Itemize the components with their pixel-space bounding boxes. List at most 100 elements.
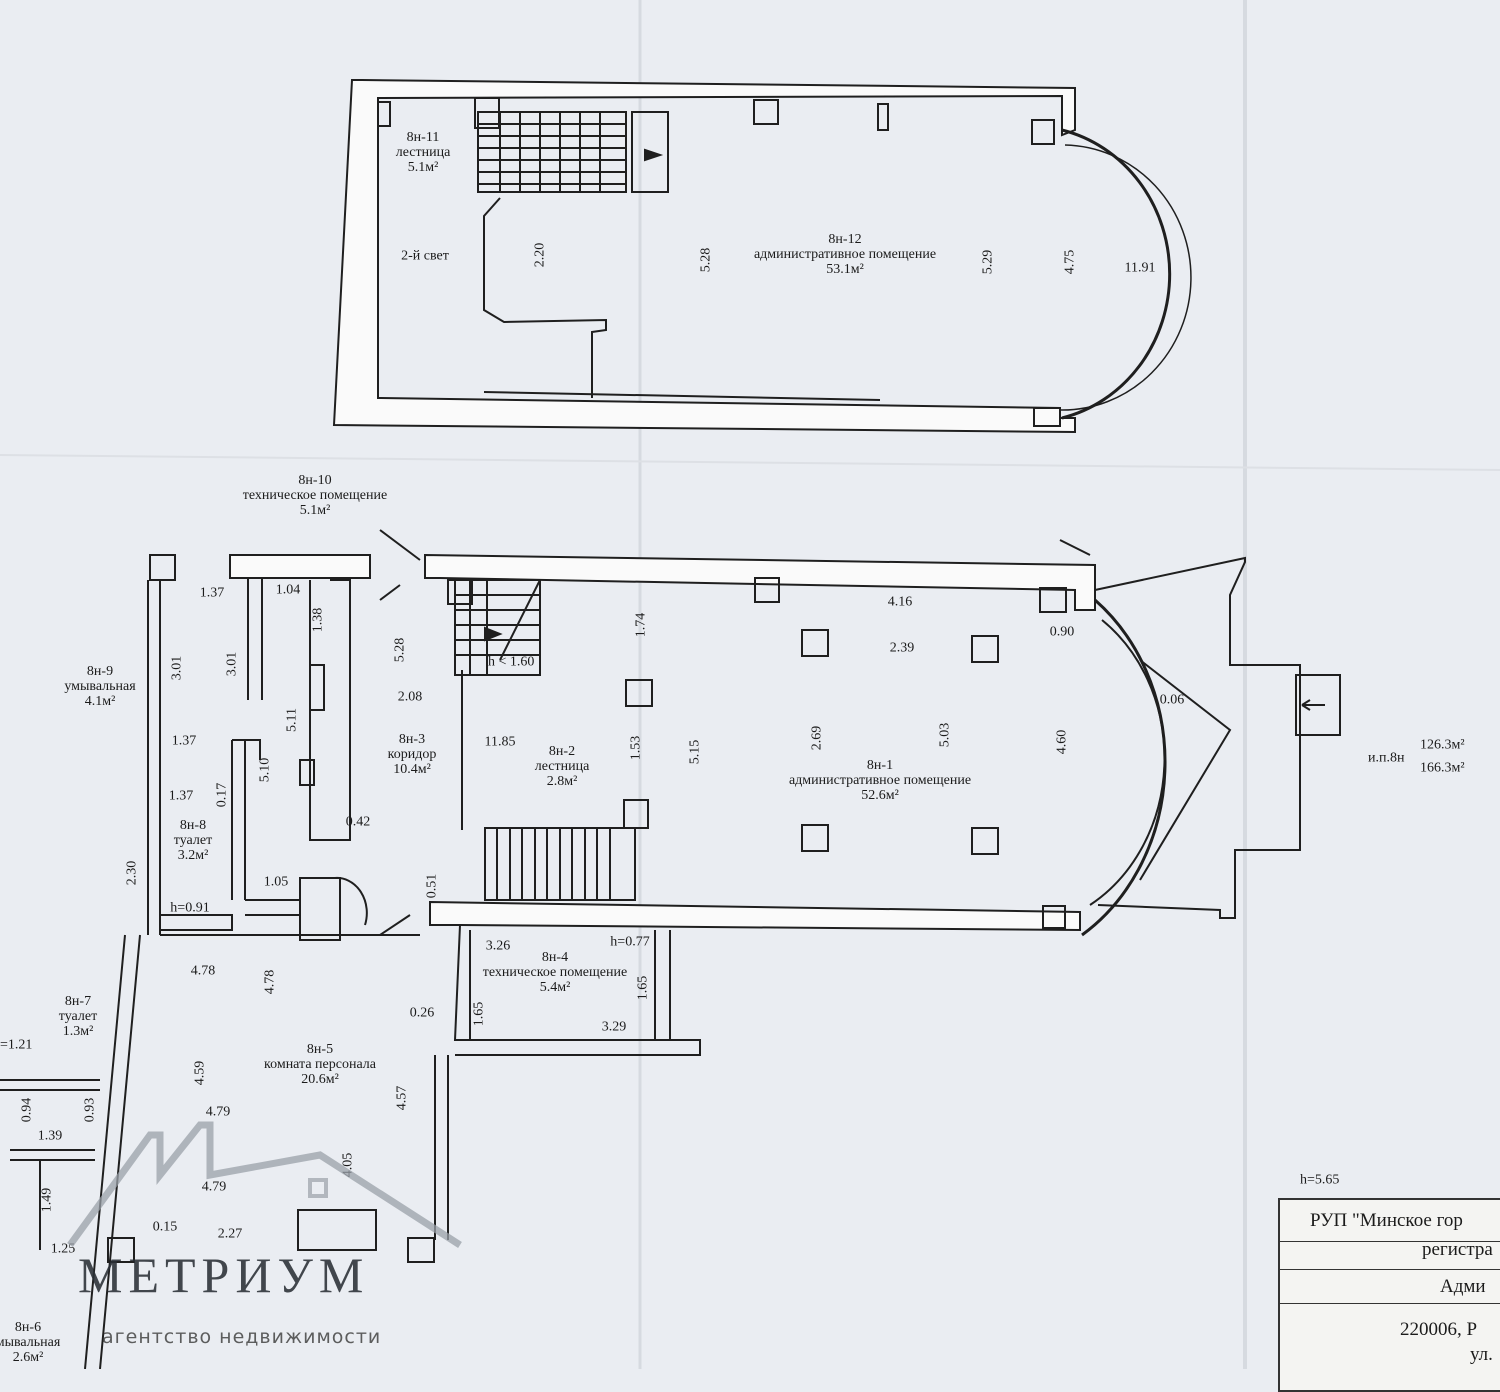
dimension-label: 3.01 xyxy=(224,651,240,677)
upper-floor-outline xyxy=(332,79,1192,434)
dimension-label: 0.90 xyxy=(1049,624,1075,640)
room-label-8n-10: 8н-10 техническое помещение 5.1м² xyxy=(243,473,387,518)
room-label-8n-12: 8н-12 административное помещение 53.1м² xyxy=(754,232,936,277)
dimension-label: 5.15 xyxy=(687,739,703,765)
room-code: 8н-10 xyxy=(298,473,332,488)
dimension-label: 1.53 xyxy=(628,735,644,761)
totals-area-1: 126.3м² xyxy=(1420,737,1465,753)
room-area: 52.6м² xyxy=(861,788,899,803)
dimension-label: 0.42 xyxy=(345,814,371,830)
room-area: 2.8м² xyxy=(546,774,578,789)
dimension-label: 2.69 xyxy=(809,725,825,751)
stamp-line-1: РУП "Минское гор xyxy=(1280,1200,1500,1242)
room-code: 8н-2 xyxy=(548,744,576,759)
room-name: лестница xyxy=(534,759,590,774)
dimension-label: 1.65 xyxy=(471,1001,487,1027)
room-label-8n-5: 8н-5 комната персонала 20.6м² xyxy=(264,1042,376,1087)
dimension-label: 5.29 xyxy=(980,249,996,275)
dimension-label: 1.65 xyxy=(635,975,651,1001)
dimension-label: 5.03 xyxy=(937,722,953,748)
room-area: 53.1м² xyxy=(826,262,864,277)
dimension-label: 1.37 xyxy=(171,733,197,749)
room-label-8n-1: 8н-1 административное помещение 52.6м² xyxy=(789,758,971,803)
room-name: административное помещение xyxy=(753,247,937,262)
room-area: 3.2м² xyxy=(177,848,209,863)
room-name: лестница xyxy=(395,145,451,160)
dimension-label: 1.39 xyxy=(37,1128,63,1144)
dimension-label: 4.78 xyxy=(262,969,278,995)
room-label-8n-2: 8н-2 лестница 2.8м² xyxy=(535,744,590,789)
watermark-tagline: агентство недвижимости xyxy=(102,1326,382,1348)
room-area: 1.3м² xyxy=(62,1024,94,1039)
room-code: 8н-8 xyxy=(179,818,207,833)
stamp-line-3: Адми xyxy=(1280,1270,1500,1304)
dimension-label: 1.38 xyxy=(310,607,326,633)
height-note: h=5.65 xyxy=(1300,1172,1340,1188)
watermark-brand-name: МЕТРИУМ xyxy=(78,1247,370,1303)
room-code: 8н-7 xyxy=(64,994,92,1009)
dimension-label: 4.57 xyxy=(394,1085,410,1111)
stamp-line-5: ул. xyxy=(1470,1344,1493,1365)
room-label-8n-11: 8н-11 лестница 5.1м² xyxy=(396,130,451,175)
dimension-label: 4.16 xyxy=(887,594,913,610)
room-name: мывальная xyxy=(0,1335,61,1350)
dimension-label: 11.91 xyxy=(1124,260,1156,276)
room-label-8n-8: 8н-8 туалет 3.2м² xyxy=(174,818,212,863)
room-name: туалет xyxy=(58,1009,98,1024)
dimension-label: 3.29 xyxy=(601,1019,627,1035)
room-label-8n-6: 8н-6 мывальная 2.6м² xyxy=(0,1320,60,1365)
dimension-label: 3.26 xyxy=(485,938,511,954)
dimension-label: 0.26 xyxy=(409,1005,435,1021)
room-label-8n-7: 8н-7 туалет 1.3м² xyxy=(59,994,97,1039)
room-label-8n-9: 8н-9 умывальная 4.1м² xyxy=(64,664,135,709)
room-name: административное помещение xyxy=(788,773,972,788)
dimension-label: 11.85 xyxy=(484,734,516,750)
room-area: 5.4м² xyxy=(539,980,571,995)
room-code: 8н-12 xyxy=(828,232,862,247)
dimension-label: h=0.77 xyxy=(610,934,650,950)
dimension-label: 5.28 xyxy=(698,247,714,273)
room-area: 10.4м² xyxy=(393,762,431,777)
dimension-label: 1.37 xyxy=(199,585,225,601)
dimension-label: 1.05 xyxy=(263,874,289,890)
title-stamp: РУП "Минское гор регистра Адми 220006, Р… xyxy=(1278,1198,1500,1392)
room-name: туалет xyxy=(173,833,213,848)
room-label-8n-4: 8н-4 техническое помещение 5.4м² xyxy=(483,950,627,995)
second-light-label: 2-й свет xyxy=(401,248,449,264)
stamp-line-4: 220006, Р xyxy=(1400,1319,1478,1340)
room-code: 8н-11 xyxy=(406,130,440,145)
dimension-label: 5.28 xyxy=(392,637,408,663)
stair-height-note: h < 1.60 xyxy=(488,654,535,670)
room-label-8n-3: 8н-3 коридор 10.4м² xyxy=(388,732,437,777)
dimension-label: 0.17 xyxy=(214,782,230,808)
dimension-label: 4.79 xyxy=(205,1104,231,1120)
totals-prefix: и.п.8н xyxy=(1368,750,1405,766)
room-code: 8н-3 xyxy=(398,732,426,747)
dimension-label: 0.06 xyxy=(1159,692,1185,708)
room-name: техническое помещение xyxy=(242,488,388,503)
dimension-label: 0.94 xyxy=(19,1097,35,1123)
dimension-label: 0.51 xyxy=(424,873,440,899)
dimension-label: 1.37 xyxy=(168,788,194,804)
dimension-label: 1.74 xyxy=(633,612,649,638)
dimension-label: 0.15 xyxy=(152,1219,178,1235)
room-area: 5.1м² xyxy=(407,160,439,175)
room-name: коридор xyxy=(387,747,437,762)
room-area: 20.6м² xyxy=(301,1072,339,1087)
dimension-label: 4.60 xyxy=(1054,729,1070,755)
room-code: 8н-1 xyxy=(866,758,894,773)
room-code: 8н-9 xyxy=(86,664,114,679)
dimension-label: 2.08 xyxy=(397,689,423,705)
dimension-label: 1.04 xyxy=(275,582,301,598)
room-name: комната персонала xyxy=(264,1057,376,1072)
dimension-label: 2.39 xyxy=(889,640,915,656)
totals-area-2: 166.3м² xyxy=(1420,760,1465,776)
dimension-label: 4.59 xyxy=(192,1060,208,1086)
dimension-label: 4.75 xyxy=(1062,249,1078,275)
dimension-label: 3.01 xyxy=(169,655,185,681)
room-area: 5.1м² xyxy=(299,503,331,518)
room-name: умывальная xyxy=(64,679,136,694)
room-name: техническое помещение xyxy=(482,965,628,980)
room-code: 8н-6 xyxy=(14,1320,42,1335)
